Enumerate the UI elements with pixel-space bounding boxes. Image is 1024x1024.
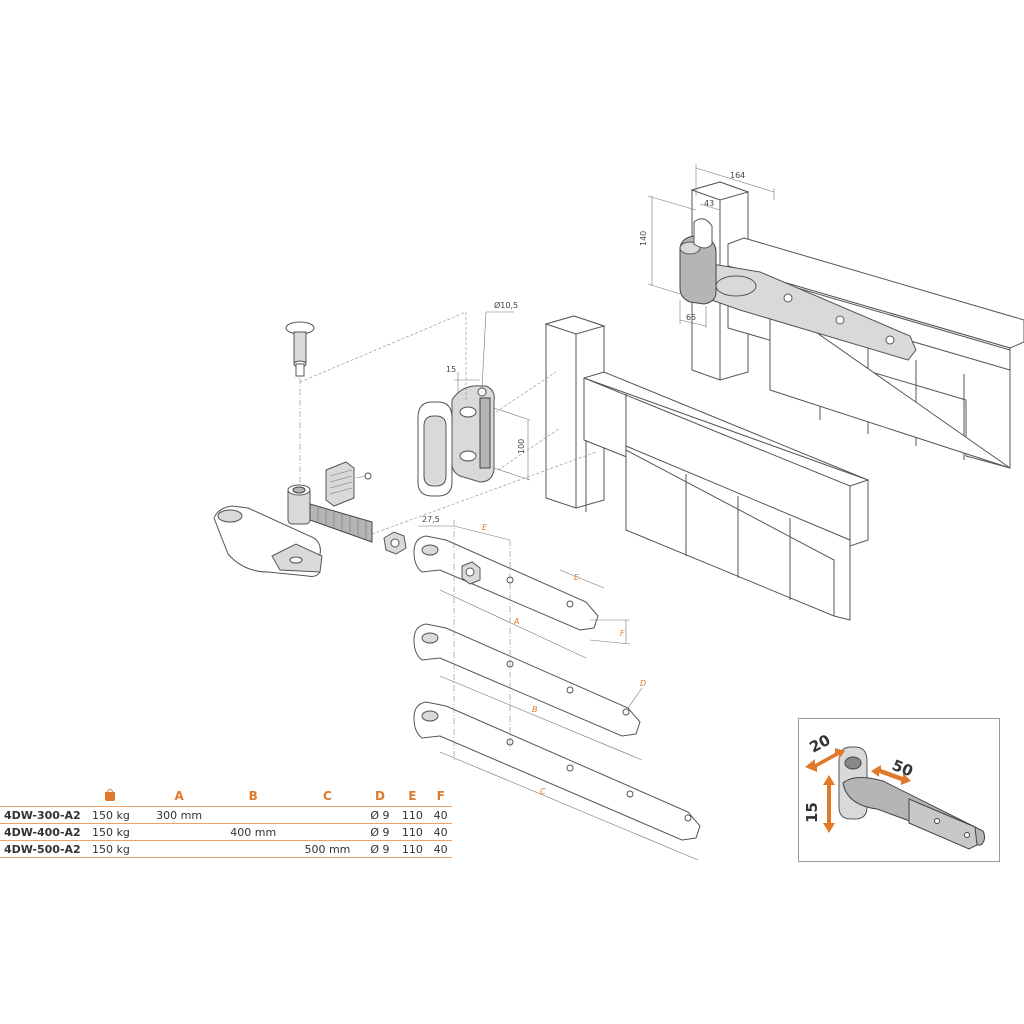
header-code (0, 788, 82, 807)
header-load (82, 788, 142, 807)
table-header-row: A B C D E F (0, 788, 452, 807)
cell-f: 40 (429, 823, 452, 841)
cell-d: Ø 9 (364, 823, 396, 841)
strap-500 (413, 701, 701, 841)
cell-d: Ø 9 (364, 840, 396, 858)
dim-15: 15 (446, 365, 456, 374)
cell-f: 40 (429, 840, 452, 858)
cell-load: 150 kg (82, 823, 142, 841)
table-row: 4DW-400-A2 150 kg 400 mm Ø 9 110 40 (0, 823, 452, 841)
header-b: B (216, 788, 291, 807)
strap-dimensions: 27,5 E E F A D B C (418, 515, 699, 861)
adjustment-horizontal-20: 20 (806, 731, 833, 757)
table-row: 4DW-500-A2 150 kg 500 mm Ø 9 110 40 (0, 840, 452, 858)
dim-label-b: B (532, 705, 538, 714)
assembled-gate-view: 164 43 140 65 (639, 164, 1024, 469)
dim-164: 164 (730, 171, 745, 180)
table-row: 4DW-300-A2 150 kg 300 mm Ø 9 110 40 (0, 806, 452, 824)
adjustment-vertical-15: 15 (803, 802, 821, 823)
adjustment-illustration: 20 50 15 (803, 731, 986, 850)
strap-300 (413, 535, 599, 631)
cell-c (290, 823, 365, 841)
cell-a (142, 840, 217, 858)
dim-label-f: F (620, 629, 625, 638)
dim-label-e-top: E (482, 523, 488, 532)
dim-100: 100 (517, 439, 526, 454)
cell-b (216, 840, 291, 858)
cell-c: 500 mm (290, 840, 365, 858)
cell-e: 110 (395, 806, 430, 824)
dim-label-d: D (640, 679, 646, 688)
cell-code: 4DW-300-A2 (0, 806, 82, 824)
cell-code: 4DW-400-A2 (0, 823, 82, 841)
cell-a: 300 mm (142, 806, 217, 824)
dim-label-c: C (540, 787, 546, 796)
dim-label-e-side: E (574, 573, 580, 582)
header-f: F (429, 788, 452, 807)
weight-icon (104, 788, 116, 801)
dim-diameter-10-5: Ø10,5 (494, 300, 518, 310)
adjustment-inset: 20 50 15 (798, 718, 1000, 862)
dim-43: 43 (704, 199, 714, 208)
spec-table: A B C D E F 4DW-300-A2 150 kg 300 mm Ø 9… (0, 788, 452, 858)
header-c: C (290, 788, 365, 807)
cell-c (290, 806, 365, 824)
cell-b: 400 mm (216, 823, 291, 841)
cell-f: 40 (429, 806, 452, 824)
header-a: A (142, 788, 217, 807)
cell-a (142, 823, 217, 841)
dim-65: 65 (686, 313, 696, 322)
cell-code: 4DW-500-A2 (0, 840, 82, 858)
cell-e: 110 (395, 823, 430, 841)
header-d: D (364, 788, 396, 807)
cell-load: 150 kg (82, 806, 142, 824)
pin-and-bolt (285, 311, 597, 555)
cell-b (216, 806, 291, 824)
mounting-plate: Ø10,5 15 100 (417, 300, 561, 497)
dim-label-a: A (513, 617, 519, 626)
dim-27-5: 27,5 (422, 515, 440, 524)
cell-e: 110 (395, 840, 430, 858)
cell-load: 150 kg (82, 840, 142, 858)
exploded-post-gate (544, 315, 870, 621)
hinge-body (213, 505, 323, 577)
header-e: E (395, 788, 430, 807)
dim-140: 140 (639, 231, 648, 246)
cell-d: Ø 9 (364, 806, 396, 824)
